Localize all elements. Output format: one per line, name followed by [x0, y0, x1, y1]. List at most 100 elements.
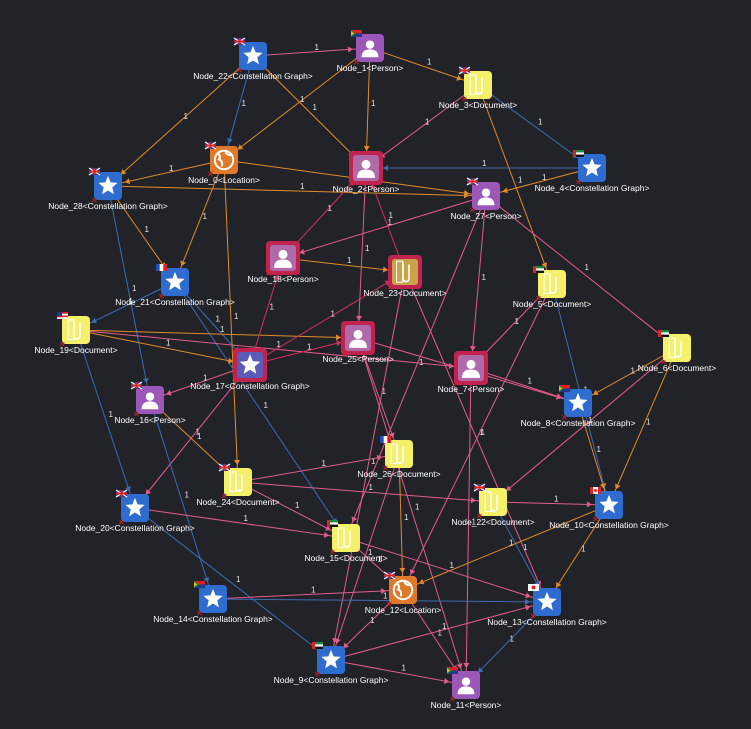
node-tile	[464, 71, 492, 99]
graph-node[interactable]: ✕Node_14<Constellation Graph>	[153, 581, 273, 624]
graph-node[interactable]: ✕Node_1<Person>	[337, 30, 404, 73]
edge-arrowhead	[145, 488, 152, 495]
graph-edge[interactable]: 1	[149, 399, 214, 600]
graph-edge[interactable]: 1	[469, 195, 487, 369]
graph-node[interactable]: ✕Node_26<Document>	[357, 436, 441, 479]
graph-node[interactable]: ✕Node_28<Constellation Graph>	[48, 167, 168, 211]
graph-edge[interactable]: 1	[330, 659, 467, 686]
node-label: Node_12<Location>	[365, 605, 442, 615]
graph-edge[interactable]: 1	[107, 185, 151, 401]
graph-node[interactable]: ✕Node_20<Constellation Graph>	[75, 489, 195, 533]
graph-edge[interactable]: 1	[252, 43, 371, 57]
graph-edge[interactable]: 1	[282, 195, 487, 259]
graph-node[interactable]: ✕Node_4<Constellation Graph>	[535, 150, 650, 193]
graph-node[interactable]: ✕Node_25<Person>	[322, 321, 394, 364]
edge-label: 1	[277, 340, 282, 349]
graph-edge[interactable]: 1	[134, 507, 347, 539]
graph-edge[interactable]: 1	[404, 271, 548, 603]
graph-edge[interactable]: 1	[249, 337, 359, 366]
graph-edge[interactable]: 1	[75, 329, 251, 366]
graph-node[interactable]: ✕Node_11<Person>	[431, 667, 502, 710]
graph-node[interactable]: ✕Node_24<Document>	[196, 463, 280, 507]
graph-node[interactable]: ✕Node_16<Person>	[114, 381, 186, 425]
graph-node[interactable]: ✕Node_21<Constellation Graph>	[115, 264, 235, 307]
graph-edge[interactable]: 1	[75, 281, 176, 331]
graph-edge[interactable]: 1	[249, 257, 284, 366]
graph-node[interactable]: ✕Node_8<Constellation Graph>	[521, 385, 636, 428]
edge-arrowhead	[180, 260, 186, 267]
graph-edge[interactable]: 1	[369, 47, 479, 86]
edge-arrowhead	[323, 531, 330, 538]
graph-node[interactable]: ✕Node_13<Constellation Graph>	[487, 584, 607, 627]
graph-edge[interactable]: 1	[223, 55, 254, 161]
graph-edge[interactable]: 1	[134, 364, 251, 509]
graph-node[interactable]: ✕Node_22<Constellation Graph>	[193, 37, 313, 81]
node-label: Node_8<Constellation Graph>	[521, 418, 636, 428]
graph-node[interactable]: ✕Node_18<Person>	[247, 241, 319, 284]
graph-node[interactable]: ✕Node_6<Document>	[638, 330, 716, 373]
graph-edge[interactable]: 1	[345, 195, 487, 539]
graph-edge[interactable]: 1	[398, 453, 409, 591]
graph-edge[interactable]: 1	[485, 167, 593, 197]
graph-edge[interactable]: 1	[330, 601, 548, 661]
graph-node[interactable]: ✕Node_2<Person>	[333, 151, 400, 194]
edge-label: 1	[538, 118, 543, 127]
graph-edge[interactable]: 1	[477, 84, 553, 285]
graph-edge[interactable]: 1	[546, 504, 610, 603]
graph-edge[interactable]: 1	[330, 453, 400, 661]
graph-node[interactable]: ✕Node_19<Document>	[34, 312, 118, 355]
graph-edge[interactable]: 1	[223, 47, 371, 161]
graph-edge[interactable]: 1	[577, 402, 610, 506]
graph-edge[interactable]: 1	[577, 347, 678, 404]
graph-edge[interactable]: 1	[402, 504, 610, 591]
graph-edge[interactable]: 1	[174, 159, 225, 283]
graph-edge[interactable]: 1	[357, 337, 400, 455]
edge-line	[134, 507, 347, 539]
graph-node[interactable]: ✕Node_15<Document>	[304, 520, 388, 563]
graph-edge[interactable]: 1	[608, 347, 678, 506]
graph-node[interactable]: ✕Node_7<Person>	[438, 351, 505, 394]
graph-edge[interactable]: 1	[107, 159, 225, 187]
edge-arrowhead	[556, 393, 562, 400]
graph-edge[interactable]: 1	[465, 601, 548, 686]
graph-edge[interactable]: 1	[282, 256, 406, 273]
graph-edge[interactable]: 1	[356, 167, 370, 339]
graph-edge[interactable]: 1	[107, 55, 254, 187]
edge-line	[330, 659, 467, 686]
node-label: Node_19<Document>	[34, 345, 117, 355]
graph-edge[interactable]: 1	[223, 159, 241, 483]
graph-node[interactable]: ✕Node_3<Document>	[439, 66, 517, 110]
graph-edge[interactable]: 1	[402, 283, 553, 591]
graph-edge[interactable]: 1	[365, 167, 406, 273]
graph-edge[interactable]: 1	[345, 537, 548, 603]
graph-edge[interactable]: 1	[363, 47, 376, 169]
graph-node[interactable]: ✕Node_23<Document>	[363, 255, 447, 298]
graph-node[interactable]: ✕Node_17<Constellation Graph>	[190, 348, 310, 391]
graph-edge[interactable]: 1	[212, 586, 404, 600]
graph-edge[interactable]: 1	[237, 453, 400, 483]
graph-node[interactable]: ✕Node_5<Document>	[513, 266, 591, 309]
graph-node[interactable]: ✕Node_22<Document>	[451, 483, 535, 527]
edge-arrowhead	[166, 389, 172, 396]
graph-edge[interactable]: 1	[492, 495, 610, 508]
graph-edge[interactable]: 1	[463, 367, 477, 686]
graph-node[interactable]: ✕Node_9<Constellation Graph>	[274, 642, 389, 685]
graph-edge[interactable]: 1	[237, 481, 494, 504]
graph-node[interactable]: ✕Node_12<Location>	[365, 571, 442, 615]
graph-edge[interactable]: 1	[212, 592, 548, 605]
graph-edge[interactable]: 1	[75, 325, 359, 341]
graph-edge[interactable]: 1	[249, 271, 406, 366]
graph-edge[interactable]: 1	[237, 481, 347, 539]
graph-edge[interactable]: 1	[366, 159, 592, 171]
graph-edge[interactable]: 1	[470, 367, 579, 404]
graph-node[interactable]: ✕Node_10<Constellation Graph>	[549, 487, 669, 530]
node-label: Node_15<Document>	[304, 553, 387, 563]
graph-node[interactable]: ✕Node_27<Person>	[450, 177, 522, 221]
graph-edge[interactable]: 1	[75, 329, 136, 509]
flag-icon	[528, 584, 539, 591]
graph-node[interactable]: ✕Node_0<Location>	[188, 141, 260, 185]
graph-edge[interactable]: 1	[357, 337, 467, 686]
graph-edge[interactable]: 1	[107, 182, 487, 199]
